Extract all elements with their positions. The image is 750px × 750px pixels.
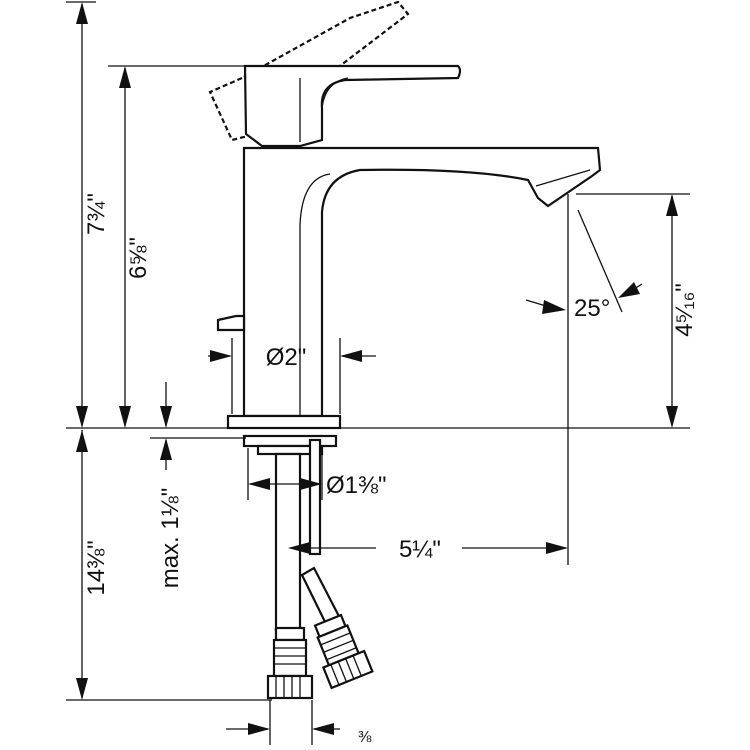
spray-angle-label: 25° (574, 295, 610, 322)
spout (242, 146, 602, 418)
extension-lines (66, 1, 690, 745)
hose-length-label: 14⅜" (83, 540, 110, 595)
shank (274, 452, 302, 632)
total-height-label: 7¾" (83, 193, 110, 235)
spout-top-height-label: 6⅝" (125, 237, 152, 279)
popup-rod (216, 314, 246, 332)
hose-fitting-label: ⅜ (358, 729, 372, 746)
dimension-lines (76, 2, 678, 735)
fitting-right (313, 613, 374, 690)
pull-rod (308, 438, 322, 556)
spout-outlet-height-label: 4⁵⁄₁₆" (671, 283, 698, 337)
gasket (242, 434, 338, 448)
max-deck-thickness-label: max. 1⅛" (157, 488, 184, 589)
base-diameter-label: Ø2" (266, 344, 307, 371)
faucet-body (208, 0, 602, 700)
dimension-labels: 7¾" 6⅝" max. 1⅛" 14⅜" 4⁵⁄₁₆" 25° Ø2" Ø1⅜… (83, 193, 698, 746)
lever-handle (243, 64, 462, 148)
shank-diameter-label: Ø1⅜" (326, 472, 387, 499)
spout-reach-label: 5¼" (399, 536, 441, 563)
base-plate (226, 414, 342, 430)
fitting-left (266, 626, 314, 700)
